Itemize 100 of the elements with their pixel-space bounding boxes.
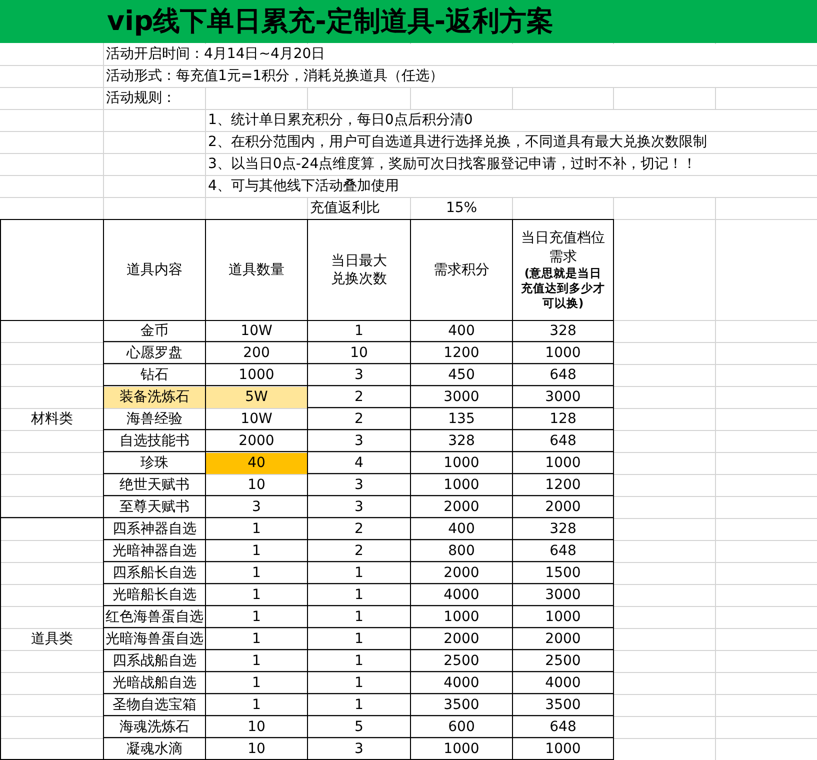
- max-exchange-count: 1: [354, 586, 364, 606]
- required-points: 2500: [442, 652, 480, 672]
- required-points: 2000: [442, 498, 480, 518]
- item-quantity: 1: [251, 652, 262, 672]
- recharge-threshold: 328: [548, 322, 578, 342]
- max-exchange-count: 1: [354, 322, 364, 342]
- max-exchange-count: 1: [354, 652, 364, 672]
- max-exchange-count: 1: [354, 630, 364, 650]
- item-name: 光暗船长自选: [112, 586, 198, 606]
- item-quantity: 1: [251, 608, 262, 628]
- item-name: 圣物自选宝箱: [112, 696, 198, 716]
- recharge-threshold: 648: [548, 366, 578, 386]
- item-quantity: 10: [246, 476, 266, 496]
- item-name: 海兽经验: [126, 410, 184, 430]
- max-exchange-count: 3: [354, 366, 364, 386]
- item-name: 红色海兽蛋自选: [104, 608, 204, 628]
- column-header: 当日最大兑换次数: [330, 252, 388, 289]
- max-exchange-count: 2: [354, 520, 364, 540]
- max-exchange-count: 4: [354, 454, 364, 474]
- max-exchange-count: 2: [354, 410, 364, 430]
- item-name: 光暗战船自选: [112, 674, 198, 694]
- title-banner: vip线下单日累充-定制道具-返利方案: [0, 0, 817, 43]
- required-points: 3500: [442, 696, 480, 716]
- required-points: 400: [447, 322, 476, 342]
- item-quantity: 1: [251, 586, 262, 606]
- max-exchange-count: 5: [354, 718, 364, 738]
- item-quantity: 3: [251, 498, 262, 518]
- recharge-threshold: 328: [548, 520, 578, 540]
- required-points: 400: [447, 520, 476, 540]
- recharge-threshold: 2500: [544, 652, 582, 672]
- max-exchange-count: 10: [349, 344, 369, 364]
- item-name: 珍珠: [140, 454, 170, 474]
- required-points: 2000: [442, 564, 480, 584]
- recharge-threshold: 648: [548, 718, 578, 738]
- recharge-threshold: 1000: [544, 344, 582, 364]
- category-label: 材料类: [30, 410, 74, 430]
- item-quantity: 40: [206, 453, 307, 474]
- item-name: 钻石: [140, 366, 170, 386]
- max-exchange-count: 2: [354, 542, 364, 562]
- recharge-threshold: 3000: [544, 388, 582, 408]
- item-name: 光暗神器自选: [112, 542, 198, 562]
- required-points: 4000: [442, 586, 480, 606]
- recharge-threshold: 4000: [544, 674, 582, 694]
- required-points: 600: [447, 718, 476, 738]
- recharge-threshold: 2000: [544, 498, 582, 518]
- item-quantity: 1: [251, 520, 262, 540]
- item-quantity: 1000: [238, 366, 276, 386]
- max-exchange-count: 1: [354, 674, 364, 694]
- item-name: 至尊天赋书: [118, 498, 190, 518]
- item-name: 自选技能书: [118, 432, 190, 452]
- item-name: 凝魂水滴: [126, 740, 184, 760]
- max-exchange-count: 1: [354, 696, 364, 716]
- max-exchange-count: 3: [354, 740, 364, 760]
- recharge-threshold: 3500: [544, 696, 582, 716]
- required-points: 1000: [442, 476, 480, 496]
- required-points: 328: [447, 432, 476, 452]
- recharge-threshold: 2000: [544, 630, 582, 650]
- recharge-threshold: 1000: [544, 608, 582, 628]
- item-quantity: 1: [251, 630, 262, 650]
- item-quantity: 1: [251, 674, 262, 694]
- required-points: 450: [447, 366, 476, 386]
- column-header: 道具内容: [126, 260, 184, 280]
- recharge-threshold: 1000: [544, 454, 582, 474]
- column-header: 当日充值档位需求(意思就是当日充值达到多少才可以换): [520, 229, 606, 312]
- item-quantity: 1: [251, 564, 262, 584]
- item-quantity: 10: [246, 718, 266, 738]
- column-header: 需求积分: [432, 260, 490, 280]
- item-name: 金币: [140, 322, 170, 342]
- recharge-threshold: 1500: [544, 564, 582, 584]
- item-quantity: 1: [251, 542, 262, 562]
- item-name: 绝世天赋书: [118, 476, 190, 496]
- category-label: 道具类: [30, 630, 74, 650]
- max-exchange-count: 1: [354, 608, 364, 628]
- item-name: 海魂洗炼石: [118, 718, 190, 738]
- item-quantity: 10W: [240, 322, 274, 342]
- item-quantity: 10W: [240, 410, 274, 430]
- recharge-threshold: 128: [548, 410, 578, 430]
- recharge-threshold: 648: [548, 542, 578, 562]
- column-header: 道具数量: [228, 260, 286, 280]
- item-quantity: 10: [246, 740, 266, 760]
- max-exchange-count: 1: [354, 564, 364, 584]
- item-quantity: 1: [251, 696, 262, 716]
- max-exchange-count: 2: [354, 388, 364, 408]
- item-name: 心愿罗盘: [125, 344, 184, 364]
- required-points: 800: [447, 542, 476, 562]
- required-points: 4000: [442, 674, 480, 694]
- item-name: 四系船长自选: [112, 564, 198, 584]
- required-points: 3000: [442, 388, 480, 408]
- recharge-threshold: 1200: [544, 476, 582, 496]
- max-exchange-count: 3: [354, 476, 364, 496]
- item-quantity: 2000: [238, 432, 276, 452]
- required-points: 1000: [442, 740, 480, 760]
- max-exchange-count: 3: [354, 432, 364, 452]
- max-exchange-count: 3: [354, 498, 364, 518]
- recharge-threshold: 648: [548, 432, 578, 452]
- item-name: 四系战船自选: [112, 652, 198, 672]
- required-points: 1000: [442, 608, 480, 628]
- required-points: 1200: [442, 344, 480, 364]
- item-name: 装备洗炼石: [104, 387, 205, 408]
- item-name: 光暗海兽蛋自选: [104, 630, 204, 650]
